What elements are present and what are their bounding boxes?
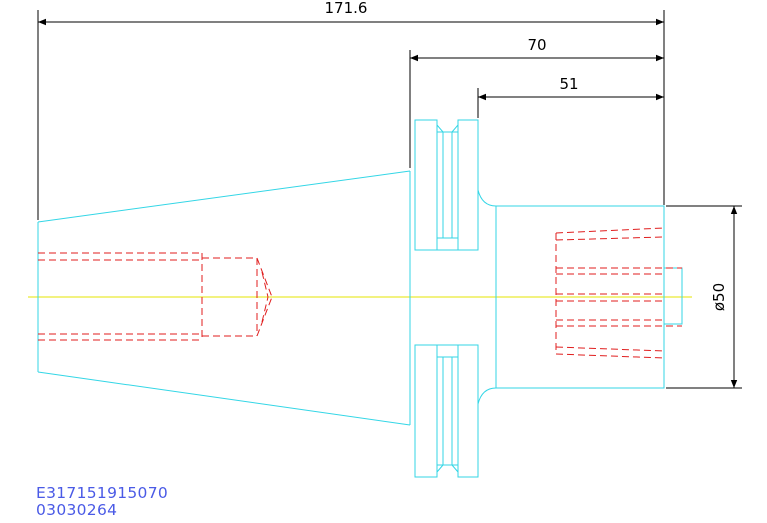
- dimension-flange-to-end: 70: [409, 36, 664, 168]
- dimension-body-length: 51: [477, 75, 664, 118]
- flange: [414, 119, 479, 478]
- body-length-label: 51: [559, 75, 578, 93]
- part-code-line-1: E317151915070: [36, 484, 169, 502]
- body-diameter-label: ø50: [710, 283, 728, 311]
- flange-to-end-label: 70: [527, 36, 546, 54]
- overall-length-label: 171.6: [325, 0, 368, 17]
- dimension-body-diameter: ø50: [666, 205, 742, 389]
- taper-shank: [37, 170, 411, 426]
- collet-bore-hidden: [555, 227, 682, 359]
- part-code-line-2: 03030264: [36, 501, 118, 519]
- part-codes: E317151915070 03030264: [36, 485, 168, 519]
- dimension-overall-length: 171.6: [37, 0, 665, 220]
- shank-bore-hidden: [38, 252, 273, 341]
